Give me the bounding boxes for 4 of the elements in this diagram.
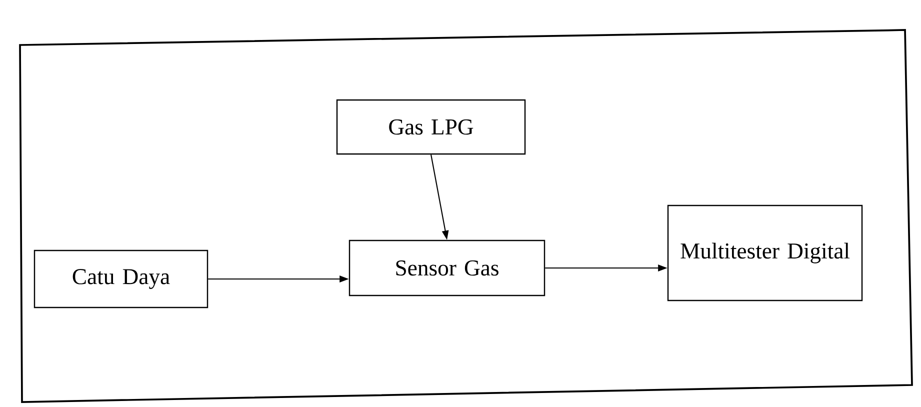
block-box: Gas LPG (336, 99, 526, 155)
block-box: Catu Daya (34, 250, 208, 308)
block-box: Sensor Gas (348, 240, 546, 296)
block-box: Multitester Digital (667, 204, 863, 302)
